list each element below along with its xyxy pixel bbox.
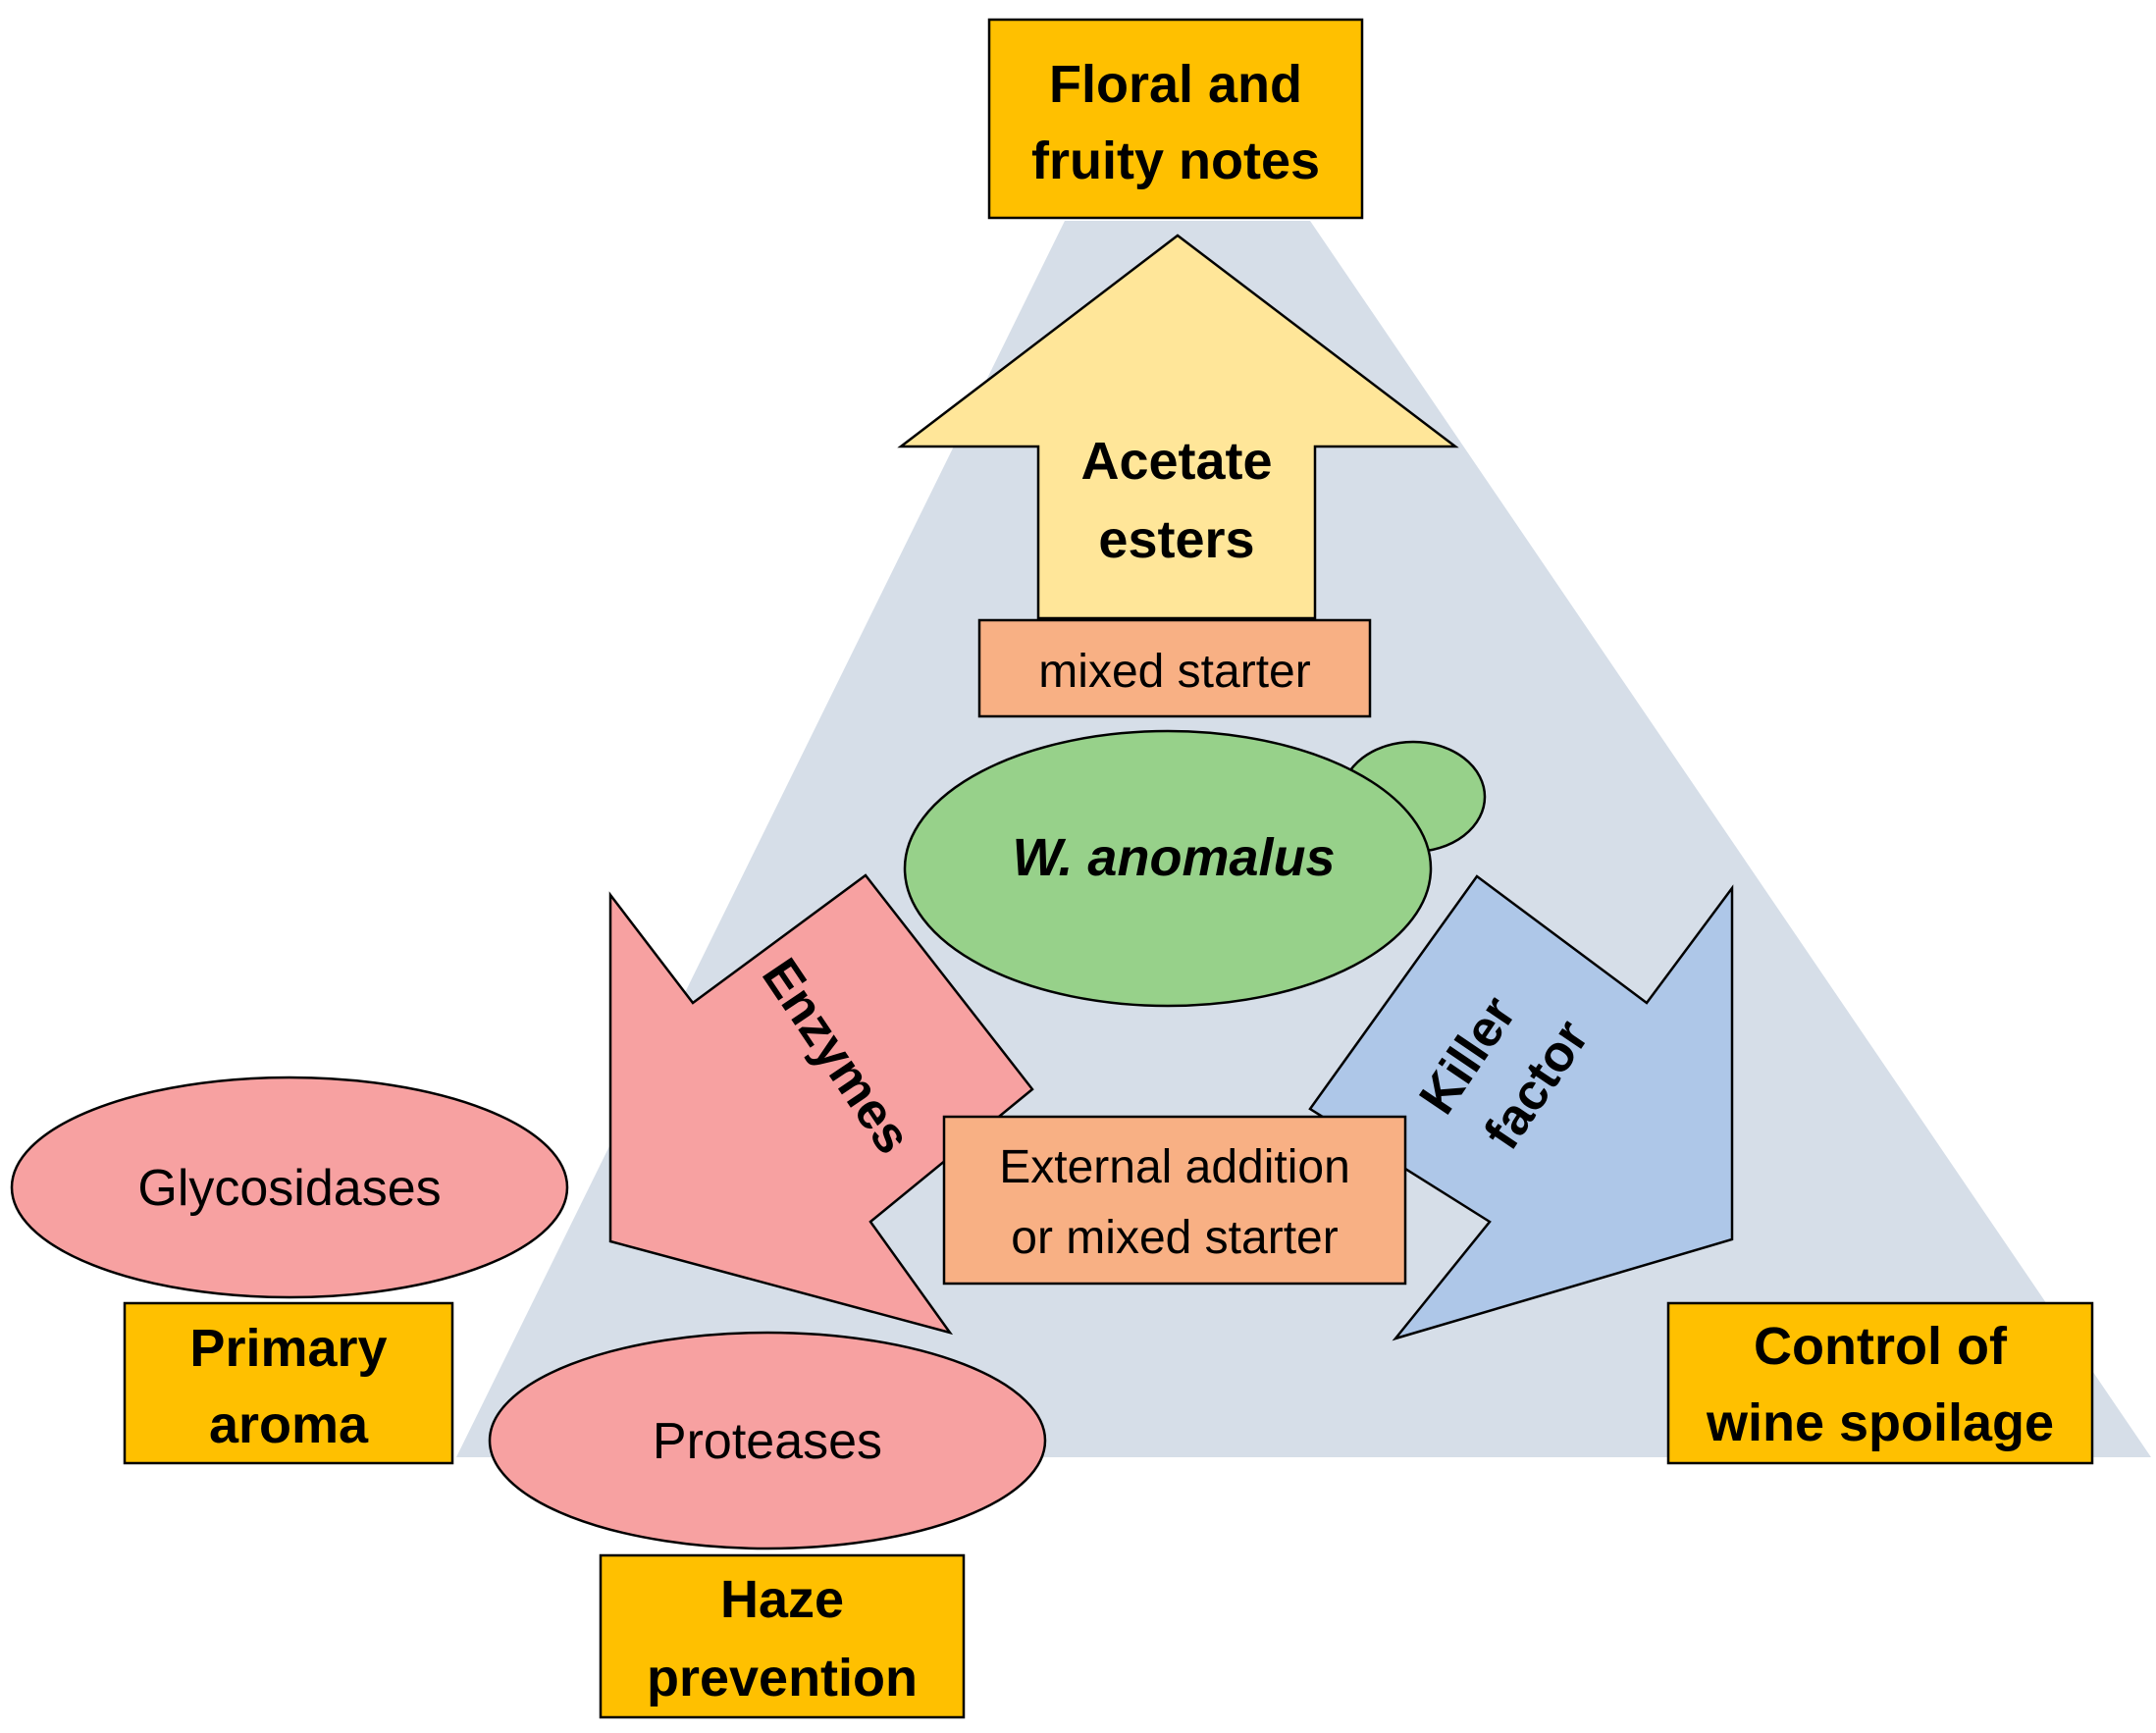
outcome-haze-line2: prevention xyxy=(647,1649,918,1707)
yeast-cell: W. anomalus xyxy=(903,729,1487,1008)
outcome-haze-line1: Haze xyxy=(720,1570,844,1629)
outcome-spoilage-line1: Control of xyxy=(1754,1317,2008,1376)
mixed-starter-note: mixed starter xyxy=(977,618,1372,718)
external-addition-line1: External addition xyxy=(999,1141,1350,1193)
outcome-primary-aroma-line2: aroma xyxy=(209,1395,369,1454)
acetate-esters-label-line1: Acetate xyxy=(1080,432,1272,491)
outcome-haze-prevention-box: Haze prevention xyxy=(599,1553,966,1719)
external-addition-note: External addition or mixed starter xyxy=(942,1115,1407,1286)
outcome-wine-spoilage-box: Control of wine spoilage xyxy=(1666,1301,2094,1465)
proteases-ellipse: Proteases xyxy=(488,1331,1047,1550)
proteases-label: Proteases xyxy=(653,1413,882,1470)
outcome-floral-line1: Floral and xyxy=(1049,55,1302,114)
glycosidases-ellipse: Glycosidases xyxy=(10,1076,569,1299)
external-addition-line2: or mixed starter xyxy=(1011,1212,1338,1264)
organism-label: W. anomalus xyxy=(1012,828,1335,887)
outcome-spoilage-line2: wine spoilage xyxy=(1706,1393,2054,1452)
enzymes-arrow: Enzymes xyxy=(608,873,1034,1336)
outcome-floral-fruity-box: Floral and fruity notes xyxy=(987,18,1364,220)
acetate-esters-arrow: Acetate esters xyxy=(897,234,1459,620)
acetate-esters-label-line2: esters xyxy=(1098,510,1254,569)
glycosidases-label: Glycosidases xyxy=(137,1160,441,1217)
outcome-floral-line2: fruity notes xyxy=(1031,131,1320,190)
outcome-primary-aroma-line1: Primary xyxy=(189,1319,387,1378)
killer-factor-arrow: Killer factor xyxy=(1308,874,1734,1341)
mixed-starter-label: mixed starter xyxy=(1038,646,1310,698)
outcome-primary-aroma-box: Primary aroma xyxy=(123,1301,454,1465)
